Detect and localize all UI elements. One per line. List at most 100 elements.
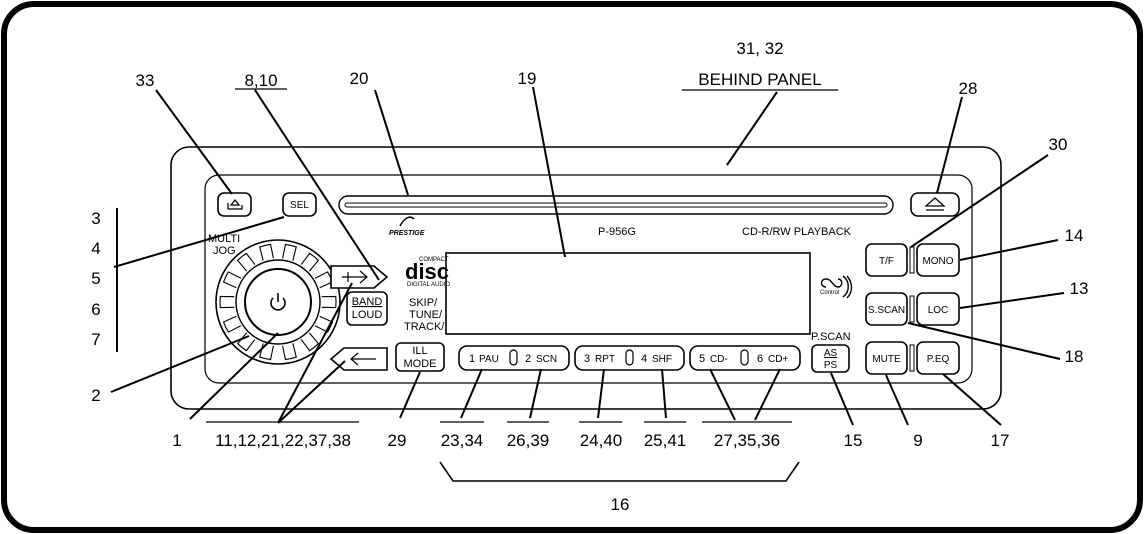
loc-button[interactable] (916, 292, 960, 326)
callout-16: 16 (611, 495, 630, 514)
callout-lines (110, 86, 1065, 426)
peq-button[interactable] (916, 341, 960, 375)
disc-logo-bottom: DIGITAL AUDIO (407, 282, 450, 288)
preset-6-text: CD+ (768, 354, 788, 365)
model-number: P-956G (598, 226, 636, 238)
mode-label: MODE (404, 358, 437, 370)
callout-26-39: 26,39 (507, 431, 550, 450)
callout-4: 4 (91, 239, 100, 258)
cd-slot-inner (344, 202, 888, 208)
back-arrow-icon (350, 352, 376, 366)
power-icon[interactable] (270, 293, 286, 311)
tf-button[interactable] (865, 243, 908, 277)
skip-label-1: SKIP/ (409, 297, 438, 309)
preset-3-number: 3 (584, 353, 590, 365)
multi-jog-label-2: JOG (213, 245, 236, 257)
multi-jog-dial[interactable] (215, 239, 341, 365)
brand-swoosh (399, 216, 415, 227)
callout-5: 5 (91, 269, 100, 288)
callout-18: 18 (1065, 347, 1084, 366)
callout-27-35-36: 27,35,36 (714, 431, 780, 450)
skip-label-3: TRACK/ (404, 321, 445, 333)
callout-33: 33 (136, 71, 155, 90)
callout-23-34: 23,34 (441, 431, 484, 450)
playback-text: CD-R/RW PLAYBACK (742, 226, 852, 238)
loc-label: LOC (928, 305, 949, 316)
eject-icon (924, 197, 946, 211)
eject-button[interactable] (910, 192, 960, 217)
callout-2: 2 (91, 386, 100, 405)
preset-1-text: PAU (479, 354, 499, 365)
mono-button[interactable] (916, 243, 960, 277)
callout-19: 19 (518, 69, 537, 88)
as-label: AS (824, 348, 838, 359)
sscan-button[interactable] (865, 292, 908, 326)
preset-4-text: SHF (652, 354, 672, 365)
callout-24-40: 24,40 (580, 431, 623, 450)
pscan-label: P.SCAN (811, 331, 851, 343)
tf-indicator (909, 246, 915, 274)
callout-9: 9 (913, 431, 922, 450)
mute-indicator (909, 344, 915, 372)
callout-29: 29 (388, 431, 407, 450)
band-loud-button[interactable] (346, 291, 388, 326)
disc-logo-top: COMPACT (419, 257, 449, 263)
sel-button[interactable] (282, 192, 317, 217)
preset-3-text: RPT (595, 354, 615, 365)
callout-8-10: 8,10 (244, 71, 277, 90)
callout-20: 20 (350, 69, 369, 88)
ill-mode-button[interactable] (395, 342, 445, 372)
cd-slot[interactable] (338, 195, 894, 215)
mute-button[interactable] (865, 341, 908, 375)
forward-arrow-icon (342, 270, 368, 284)
preset-5-number: 5 (699, 353, 705, 365)
rocker-divider-3 (740, 349, 749, 366)
preset-1-2-rocker[interactable] (458, 345, 570, 371)
tf-label: T/F (879, 256, 894, 267)
as-ps-button[interactable] (811, 344, 850, 373)
callout-17: 17 (991, 431, 1010, 450)
callout-6: 6 (91, 300, 100, 319)
callout-11-38: 11,12,21,22,37,38 (215, 431, 351, 450)
cd-control-logo (820, 275, 853, 299)
callout-14: 14 (1065, 226, 1084, 245)
preset-2-text: SCN (536, 354, 557, 365)
peq-label: P.EQ (927, 354, 950, 365)
callout-behind-panel: BEHIND PANEL (698, 70, 821, 89)
loud-label: LOUD (352, 309, 383, 321)
rocker-divider-1 (509, 349, 518, 366)
callout-1: 1 (172, 431, 181, 450)
lcd-display (445, 252, 811, 335)
sscan-label: S.SCAN (868, 305, 905, 316)
preset-1-number: 1 (469, 353, 475, 365)
band-label: BAND (352, 296, 383, 308)
mute-label: MUTE (872, 354, 901, 365)
callout-30: 30 (1049, 135, 1068, 154)
callout-7: 7 (91, 330, 100, 349)
mono-label: MONO (922, 256, 953, 267)
rocker-divider-2 (625, 349, 634, 366)
faceplate-inner (204, 174, 973, 384)
callout-underlines (206, 88, 838, 423)
callout-3: 3 (91, 209, 100, 228)
ps-label: PS (824, 360, 838, 371)
sel-label: SEL (290, 200, 309, 211)
preset-4-number: 4 (641, 353, 647, 365)
faceplate-outer (170, 146, 1002, 410)
preset-6-number: 6 (757, 353, 763, 365)
brand-logo: PRESTIGE (389, 230, 425, 237)
callout-25-41: 25,41 (644, 431, 687, 450)
bracket-16 (439, 461, 800, 482)
preset-5-6-rocker[interactable] (689, 345, 801, 371)
callout-13: 13 (1070, 279, 1089, 298)
preset-2-number: 2 (525, 353, 531, 365)
disc-logo: disc (405, 259, 449, 284)
preset-5-text: CD- (710, 354, 728, 365)
callout-31-32: 31, 32 (736, 39, 783, 58)
ill-label: ILL (412, 345, 427, 357)
preset-3-4-rocker[interactable] (574, 345, 685, 371)
callout-28: 28 (959, 79, 978, 98)
callout-15: 15 (844, 431, 863, 450)
